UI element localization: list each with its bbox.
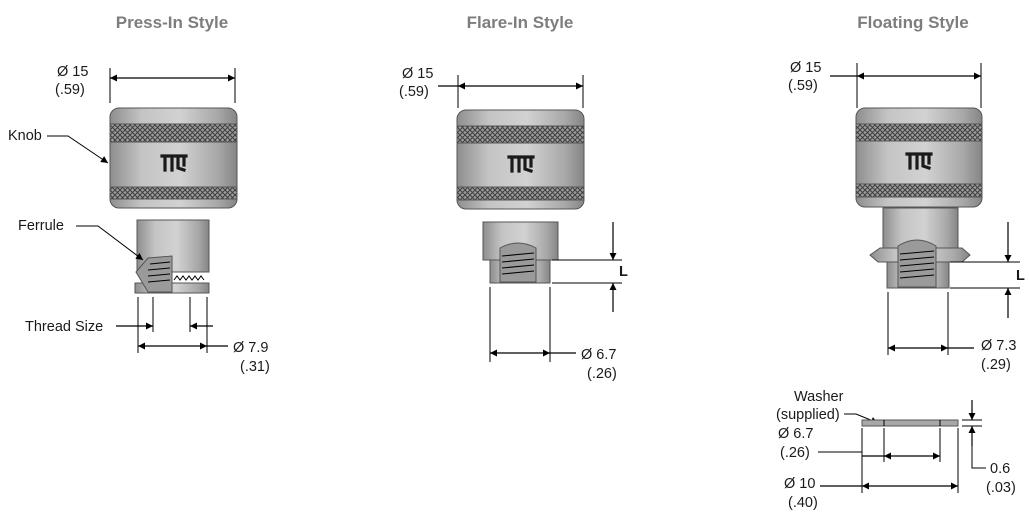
knob-leader <box>47 135 109 164</box>
floating-thread-lines <box>899 250 935 279</box>
press-in-ferrule-threads <box>147 261 171 283</box>
washer-supplied-label: (supplied) <box>776 407 840 423</box>
press-in-knurl-top <box>109 123 238 143</box>
washer-thickness-inch: (.03) <box>986 480 1016 496</box>
washer-label: Washer <box>794 389 844 405</box>
flare-in-thread-lines <box>501 252 535 275</box>
floating-diameter-inch: (.59) <box>788 78 818 94</box>
washer-thickness: 0.6 <box>990 461 1010 477</box>
press-in-serrations <box>173 275 205 281</box>
washer-inner-diameter-inch: (.26) <box>780 445 810 461</box>
flare-in-l-label: L <box>619 264 628 280</box>
floating-knurl-top <box>855 123 983 142</box>
flare-in-panel: Flare-In Style Ø 15 (.59) L Ø 6.7 (.26) <box>399 13 628 382</box>
press-in-diameter: Ø 15 <box>57 64 88 80</box>
washer-inner-diameter: Ø 6.7 <box>778 426 813 442</box>
press-in-knurl-bottom <box>109 186 238 200</box>
press-in-ferrule <box>135 255 173 293</box>
floating-knurl-bottom <box>855 183 983 198</box>
ferrule-label: Ferrule <box>18 218 64 234</box>
flare-in-base-diameter-inch: (.26) <box>587 366 617 382</box>
press-in-title: Press-In Style <box>116 13 228 32</box>
floating-diameter: Ø 15 <box>790 60 821 76</box>
press-in-panel: Press-In Style Ø 15 (.59) Knob Ferrule T… <box>8 13 270 375</box>
floating-l-label: L <box>1016 268 1025 284</box>
washer-outer-diameter-inch: (.40) <box>788 495 818 511</box>
washer-thick-leader <box>971 446 986 469</box>
floating-panel: Floating Style Ø 15 (.59) L Ø 7.3 (.29) <box>776 13 1025 511</box>
flare-in-thread <box>499 242 537 283</box>
floating-title: Floating Style <box>857 13 968 32</box>
thread-size-label: Thread Size <box>25 319 103 335</box>
ferrule-leader <box>76 225 144 261</box>
press-in-base-diameter-inch: (.31) <box>240 359 270 375</box>
flare-in-knurl-bottom <box>456 186 585 201</box>
press-in-base-diameter: Ø 7.9 <box>233 340 268 356</box>
washer <box>861 419 959 427</box>
flare-in-base-diameter: Ø 6.7 <box>581 347 616 363</box>
flare-in-title: Flare-In Style <box>467 13 574 32</box>
floating-base-diameter-inch: (.29) <box>981 357 1011 373</box>
press-in-diameter-inch: (.59) <box>55 82 85 98</box>
flare-in-diameter-inch: (.59) <box>399 84 429 100</box>
washer-outer-diameter: Ø 10 <box>784 476 815 492</box>
knob-label: Knob <box>8 128 42 144</box>
flare-in-diameter: Ø 15 <box>402 66 433 82</box>
flare-in-knurl-top <box>456 125 585 144</box>
floating-base-diameter: Ø 7.3 <box>981 338 1016 354</box>
